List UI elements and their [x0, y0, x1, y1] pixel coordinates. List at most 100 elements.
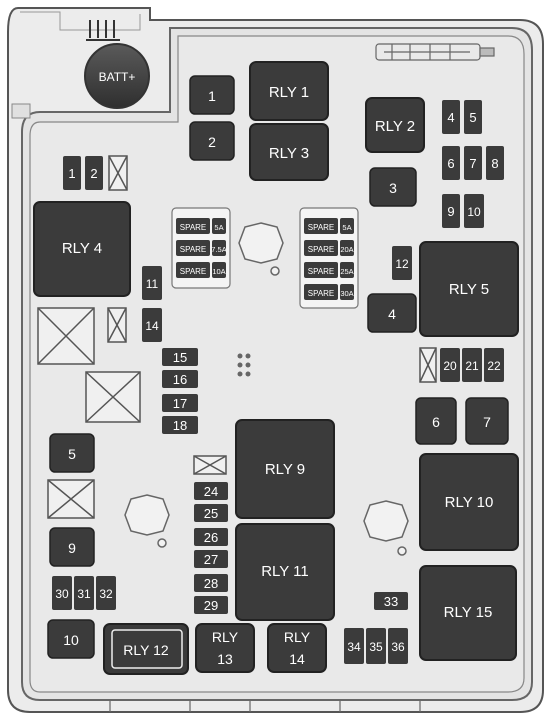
mini-fuse: 26	[194, 528, 228, 546]
fuse-label: 7	[469, 156, 476, 171]
mini-fuse: 34	[344, 628, 364, 664]
relay-label: RLY 3	[269, 145, 309, 162]
batt-label: BATT+	[99, 70, 136, 84]
spare-label: SPARE	[308, 267, 335, 276]
fuse-label: 5	[469, 110, 476, 125]
mini-fuse: 5	[464, 100, 482, 134]
fuse-label: 16	[173, 372, 187, 387]
blank-slot	[193, 455, 227, 475]
fuse-label: 1	[68, 166, 75, 181]
bottom-edge	[109, 700, 421, 712]
mini-fuse: 30	[52, 576, 72, 610]
fuse-label: 10	[467, 205, 481, 219]
blank-slot	[85, 371, 141, 423]
batt-connector-comb	[86, 20, 120, 41]
blank-slot	[107, 307, 127, 343]
large-fuse: 3	[369, 167, 417, 207]
fuse-label: 24	[204, 484, 218, 499]
spare-amp: 30A	[340, 289, 353, 298]
blank-slot	[419, 347, 437, 383]
fuse-label: 11	[146, 277, 159, 291]
mini-fuse: 28	[194, 574, 228, 592]
spare-amp: 20A	[340, 245, 353, 254]
fuse-label: 20	[443, 359, 457, 373]
relay-rly-14: RLY 14	[267, 623, 327, 673]
fuse-label: 31	[77, 587, 91, 601]
blank-slot	[47, 479, 95, 519]
relay-rly-1: RLY 1	[249, 61, 329, 121]
large-fuse: 10	[47, 619, 95, 659]
relay-rly-9: RLY 9	[235, 419, 335, 519]
mini-fuse: 24	[194, 482, 228, 500]
large-fuse: 4	[367, 293, 417, 333]
fuse-label: 9	[447, 204, 454, 219]
relay-rly-5: RLY 5	[419, 241, 519, 337]
connector-sketch	[375, 43, 495, 61]
fuse-label: 12	[395, 257, 409, 271]
relay-label: RLY 1	[269, 84, 309, 101]
fuse-label: 21	[465, 359, 479, 373]
mini-fuse: 4	[442, 100, 460, 134]
relay-label-bottom: 14	[289, 651, 305, 667]
fuse-label: 6	[447, 156, 454, 171]
mini-fuse: 15	[162, 348, 198, 366]
mini-fuse: 7	[464, 146, 482, 180]
mini-fuse: 14	[142, 308, 162, 342]
fuse-label: 33	[384, 594, 398, 609]
fuse-label: 15	[173, 350, 187, 365]
pin-dots	[237, 353, 251, 377]
relay-label: RLY 10	[445, 494, 494, 511]
large-fuse: 5	[49, 433, 95, 473]
mini-fuse: 16	[162, 370, 198, 388]
mini-fuses-vertical: 1 2 4 5 6 7 8 9 10 11 12 14 20 21 22 30 …	[52, 100, 504, 664]
relay-rly-11: RLY 11	[235, 523, 335, 621]
blank-slot	[37, 307, 95, 365]
mini-fuse: 12	[392, 246, 412, 280]
mini-fuse: 31	[74, 576, 94, 610]
relay-label-top: RLY	[284, 629, 311, 645]
relay-rly-4: RLY 4	[33, 201, 131, 297]
large-fuses: 1 2 3 4 5 6 7 9 10	[47, 75, 509, 659]
blank-slots	[37, 155, 437, 519]
large-fuse: 6	[415, 397, 457, 445]
spare-amp: 25A	[340, 267, 353, 276]
relay-label-bottom: 13	[217, 651, 233, 667]
fuse-label: 8	[491, 156, 498, 171]
fuse-label: 5	[68, 446, 76, 462]
relay-label: RLY 11	[261, 563, 309, 580]
mini-fuse: 6	[442, 146, 460, 180]
spare-fuse: SPARE 7.5A	[176, 240, 227, 256]
fuse-label: 7	[483, 414, 491, 430]
relay-label: RLY 9	[265, 461, 305, 478]
fuse-label: 32	[99, 587, 113, 601]
mini-fuse: 11	[142, 266, 162, 300]
fuse-label: 29	[204, 598, 218, 613]
relay-rly-3: RLY 3	[249, 123, 329, 181]
relay-label: RLY 2	[375, 118, 415, 135]
fuse-label: 2	[208, 134, 216, 150]
fuse-label: 25	[204, 506, 218, 521]
spare-amp: 5A	[214, 223, 223, 232]
housing-notch	[20, 11, 141, 31]
fuse-label: 1	[208, 88, 216, 104]
mini-fuse: 9	[442, 194, 460, 228]
mini-fuse: 21	[462, 348, 482, 382]
mini-fuse: 2	[85, 156, 103, 190]
large-fuse: 7	[465, 397, 509, 445]
large-fuse: 1	[189, 75, 235, 115]
spare-label: SPARE	[180, 245, 207, 254]
mini-fuse: 1	[63, 156, 81, 190]
spare-label: SPARE	[308, 223, 335, 232]
fuse-label: 2	[90, 166, 97, 181]
relay-label: RLY 15	[444, 604, 493, 621]
fuse-label: 3	[389, 180, 397, 196]
spare-amp: 7.5A	[211, 245, 226, 254]
spare-fuse: SPARE 25A	[304, 262, 354, 278]
fuse-label: 34	[347, 640, 361, 654]
